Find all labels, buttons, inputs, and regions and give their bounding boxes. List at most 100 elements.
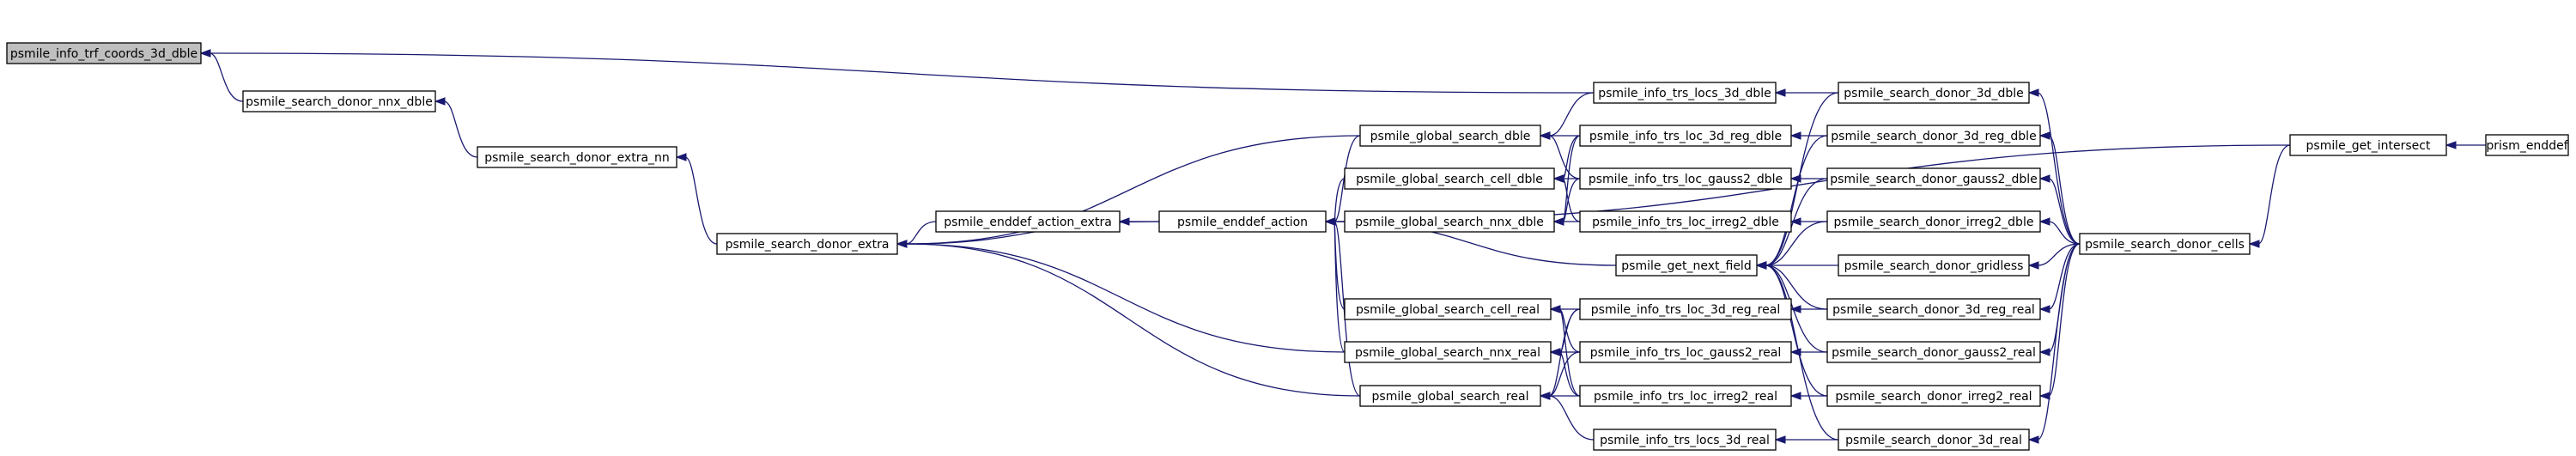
- graph-node[interactable]: psmile_info_trs_locs_3d_dble: [1593, 82, 1777, 104]
- node-box: [1359, 385, 1541, 407]
- arrowhead-icon: [2445, 141, 2457, 149]
- call-edge: [905, 243, 1361, 397]
- arrowhead-icon: [1774, 88, 1786, 97]
- graph-node[interactable]: psmile_global_search_dble: [1359, 125, 1541, 147]
- call-edge: [1548, 135, 1581, 179]
- graph-node[interactable]: psmile_enddef_action: [1158, 210, 1327, 233]
- graph-node[interactable]: psmile_info_trs_loc_3d_reg_dble: [1579, 125, 1792, 147]
- node-label: psmile_info_trf_coords_3d_dble: [10, 47, 197, 61]
- node-box: [1826, 385, 2041, 407]
- node-label: psmile_global_search_nnx_dble: [1355, 216, 1544, 229]
- node-box: [1344, 341, 1552, 363]
- node-box: [1579, 341, 1792, 363]
- graph-node[interactable]: psmile_search_donor_3d_real: [1838, 429, 2030, 451]
- graph-node[interactable]: psmile_search_donor_3d_dble: [1838, 82, 2030, 104]
- arrowhead-icon: [1539, 131, 1551, 140]
- arrowhead-icon: [1549, 348, 1561, 356]
- graph-node[interactable]: psmile_get_next_field: [1615, 254, 1758, 277]
- node-box: [1579, 167, 1792, 190]
- graph-node[interactable]: psmile_search_donor_gauss2_real: [1826, 341, 2041, 363]
- arrowhead-icon: [2027, 435, 2039, 444]
- call-edge: [1334, 221, 1361, 397]
- node-box: [1579, 210, 1792, 233]
- node-label: psmile_search_donor_3d_dble: [1844, 87, 2023, 100]
- graph-node[interactable]: prism_enddef: [2485, 134, 2569, 156]
- arrowhead-icon: [1552, 217, 1564, 226]
- call-edge: [905, 221, 937, 245]
- graph-node[interactable]: psmile_global_search_cell_dble: [1344, 167, 1555, 190]
- graph-node[interactable]: psmile_search_donor_extra: [716, 233, 898, 255]
- node-label: psmile_search_donor_gridless: [1844, 259, 2024, 273]
- node-box: [1826, 298, 2041, 320]
- graph-node[interactable]: psmile_global_search_real: [1359, 385, 1541, 407]
- graph-node[interactable]: psmile_search_donor_gauss2_dble: [1826, 167, 2041, 190]
- node-label: psmile_search_donor_irreg2_dble: [1834, 216, 2034, 229]
- arrowhead-icon: [434, 97, 446, 106]
- graph-node[interactable]: psmile_search_donor_irreg2_real: [1826, 385, 2041, 407]
- node-label: psmile_search_donor_nnx_dble: [246, 95, 433, 109]
- graph-node[interactable]: psmile_search_donor_cells: [2079, 233, 2251, 255]
- call-edge: [1765, 178, 1828, 266]
- arrowhead-icon: [2038, 392, 2050, 400]
- arrowhead-icon: [1549, 305, 1561, 313]
- node-label: prism_enddef: [2486, 139, 2568, 153]
- node-label: psmile_global_search_cell_dble: [1356, 173, 1543, 186]
- root-node[interactable]: psmile_info_trf_coords_3d_dble: [6, 42, 202, 64]
- call-edge: [1765, 221, 1828, 266]
- call-edge: [2048, 243, 2081, 310]
- node-label: psmile_global_search_real: [1372, 390, 1529, 404]
- node-box: [1838, 429, 2030, 451]
- call-edge: [1765, 264, 1828, 397]
- call-edge: [2037, 92, 2081, 245]
- node-box: [2079, 233, 2251, 255]
- node-box: [935, 210, 1121, 233]
- graph-node[interactable]: psmile_enddef_action_extra: [935, 210, 1121, 233]
- graph-node[interactable]: psmile_search_donor_gridless: [1838, 254, 2030, 277]
- call-edge: [684, 156, 718, 245]
- nodes-layer: psmile_info_trf_coords_3d_dble psmile_sea…: [6, 42, 2569, 451]
- node-box: [1826, 341, 2041, 363]
- graph-node[interactable]: psmile_info_trs_loc_irreg2_real: [1579, 385, 1792, 407]
- node-box: [1593, 429, 1777, 451]
- graph-node[interactable]: psmile_global_search_nnx_real: [1344, 341, 1552, 363]
- node-box: [1579, 385, 1792, 407]
- arrowhead-icon: [199, 49, 211, 58]
- call-edge: [1765, 135, 1828, 266]
- call-edge: [905, 243, 1346, 353]
- node-label: psmile_info_trs_loc_3d_reg_dble: [1589, 130, 1782, 143]
- node-label: psmile_search_donor_3d_real: [1845, 434, 2022, 447]
- graph-node[interactable]: psmile_info_trs_loc_gauss2_dble: [1579, 167, 1792, 190]
- graph-node[interactable]: psmile_search_donor_3d_reg_real: [1826, 298, 2041, 320]
- arrowhead-icon: [1789, 217, 1801, 226]
- node-label: psmile_info_trs_loc_3d_reg_real: [1591, 303, 1780, 317]
- graph-node[interactable]: psmile_search_donor_3d_reg_dble: [1826, 125, 2041, 147]
- graph-node[interactable]: psmile_search_donor_nnx_dble: [242, 90, 436, 112]
- node-box: [1158, 210, 1327, 233]
- graph-node[interactable]: psmile_search_donor_irreg2_dble: [1826, 210, 2041, 233]
- graph-node[interactable]: psmile_get_intersect: [2289, 134, 2447, 156]
- node-label: psmile_info_trs_locs_3d_real: [1600, 434, 1770, 447]
- node-box: [1344, 167, 1555, 190]
- graph-node[interactable]: psmile_global_search_cell_real: [1344, 298, 1552, 320]
- graph-node[interactable]: psmile_global_search_nnx_dble: [1344, 210, 1555, 233]
- graph-node[interactable]: psmile_info_trs_loc_irreg2_dble: [1579, 210, 1792, 233]
- graph-node[interactable]: psmile_info_trs_locs_3d_real: [1593, 429, 1777, 451]
- call-edge: [209, 52, 1595, 94]
- graph-node[interactable]: psmile_search_donor_extra_nn: [477, 146, 677, 168]
- arrowhead-icon: [1774, 435, 1786, 444]
- arrowhead-icon: [1789, 305, 1801, 313]
- arrowhead-icon: [2038, 217, 2050, 226]
- node-label: psmile_enddef_action: [1177, 216, 1308, 229]
- call-edge: [2048, 243, 2081, 397]
- arrowhead-icon: [1552, 174, 1564, 183]
- call-edge: [209, 52, 244, 102]
- node-box: [1826, 210, 2041, 233]
- call-edge: [1548, 395, 1595, 441]
- node-label: psmile_search_donor_irreg2_real: [1835, 390, 2032, 404]
- call-edge: [2257, 144, 2291, 245]
- graph-node[interactable]: psmile_info_trs_loc_gauss2_real: [1579, 341, 1792, 363]
- arrowhead-icon: [2027, 261, 2039, 270]
- graph-node[interactable]: psmile_info_trs_loc_3d_reg_real: [1579, 298, 1792, 320]
- node-label: psmile_search_donor_cells: [2085, 238, 2245, 252]
- node-box: [477, 146, 677, 168]
